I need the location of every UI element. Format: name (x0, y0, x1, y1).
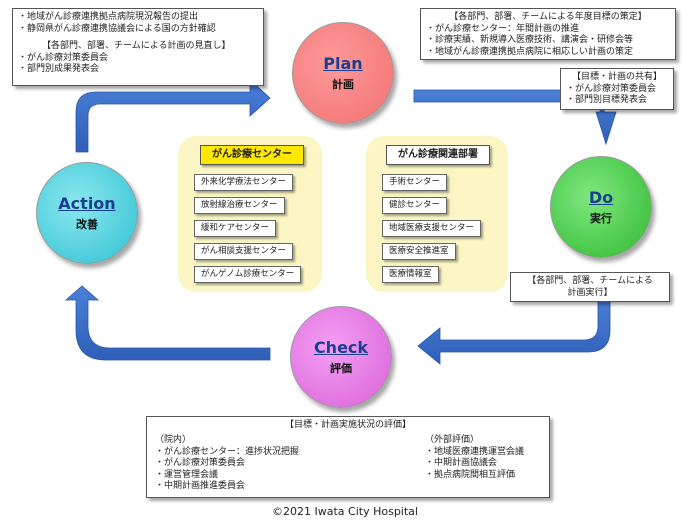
note-annual-goals: 【各部門、部署、チームによる年度目標の策定】 ・がん診療センター：年間計画の推進… (420, 8, 676, 60)
action-label-ja: 改善 (76, 218, 98, 231)
plan-label: Plan (323, 54, 363, 73)
plan-circle: Plan 計画 (292, 22, 394, 124)
note-goal-share: 【目標・計画の共有】 ・がん診療対策委員会 ・部門別目標発表会 (560, 68, 674, 110)
note-heading: 【各部門、部署、チームによる年度目標の策定】 (449, 12, 647, 22)
dept-item: 医療安全推進室 (382, 243, 456, 260)
center-item: 放射線治療センター (194, 197, 285, 214)
center-item: 外来化学療法センター (194, 174, 294, 191)
note-line: 【各部門、部署、チームによる (527, 276, 653, 286)
note-line: ・静岡県がん診療連携協議会による国の方針確認 (18, 23, 216, 34)
note-line: ・地域がん診療連携拠点病院に相応しい計画の策定 (426, 46, 634, 57)
check-circle: Check 評価 (290, 306, 392, 408)
note-line: ・がん診療対策委員会 (18, 52, 109, 63)
center-item: がんゲノム診療センター (194, 266, 302, 283)
note-heading: 【目標・計画の共有】 (571, 72, 662, 82)
internal-eval-list: （院内） ・がん診療センター：進捗状況把握 ・がん診療対策委員会 ・運営管理会議… (155, 435, 299, 493)
eval-title: （外部評価） (425, 435, 480, 445)
do-circle: Do 実行 (550, 156, 652, 258)
eval-item: ・中期計画推進委員会 (155, 481, 246, 491)
dept-item: 医療情報室 (382, 266, 439, 283)
note-line: 計画実行】 (567, 287, 613, 298)
note-line: ・地域がん診療連携拠点病院現況報告の提出 (18, 12, 199, 22)
note-line: ・部門別成果発表会 (18, 64, 100, 74)
dept-item: 健診センター (382, 197, 448, 214)
cancer-center-title: がん診療センター (200, 145, 304, 165)
note-line: ・がん診療対策委員会 (566, 83, 657, 94)
eval-item: ・がん診療センター：進捗状況把握 (155, 446, 300, 457)
note-heading: 【目標・計画実施状況の評価】 (284, 420, 411, 430)
related-dept-title: がん診療関連部署 (386, 145, 490, 165)
arrow-do-to-check (417, 297, 611, 365)
note-plan-execution: 【各部門、部署、チームによる 計画実行】 (510, 272, 670, 302)
eval-item: ・中期計画協議会 (425, 458, 498, 468)
eval-item: ・がん診療対策委員会 (155, 458, 246, 468)
note-heading: 【各部門、部署、チームによる計画の見直し】 (42, 41, 231, 51)
arrow-check-to-action (64, 285, 271, 361)
action-circle: Action 改善 (36, 162, 138, 264)
note-review-plan: ・地域がん診療連携拠点病院現況報告の提出 ・静岡県がん診療連携協議会による国の方… (12, 8, 264, 86)
external-eval-list: （外部評価） ・地域医療連携運営会議 ・中期計画協議会 ・拠点病院間相互評価 (425, 435, 524, 481)
action-label: Action (58, 194, 116, 213)
eval-item: ・拠点病院間相互評価 (425, 469, 516, 480)
eval-title: （院内） (155, 435, 192, 445)
do-label: Do (588, 188, 614, 207)
copyright-footer: ©2021 Iwata City Hospital (272, 505, 418, 518)
do-label-ja: 実行 (590, 212, 612, 225)
arrow-action-to-plan (75, 79, 271, 153)
dept-item: 手術センター (382, 174, 448, 191)
check-label: Check (313, 338, 369, 357)
note-line: ・がん診療センター：年間計画の推進 (426, 23, 580, 34)
dept-item: 地域医療支援センター (382, 220, 482, 237)
eval-item: ・地域医療連携運営会議 (425, 446, 525, 457)
plan-label-ja: 計画 (332, 78, 354, 91)
center-item: 緩和ケアセンター (194, 220, 276, 237)
check-label-ja: 評価 (330, 362, 352, 375)
center-item: がん相談支援センター (194, 243, 294, 260)
note-line: ・部門別目標発表会 (566, 95, 648, 105)
note-line: ・診療実績、新規導入医療技術、講演会・研修会等 (426, 35, 634, 45)
note-evaluation: 【目標・計画実施状況の評価】 （院内） ・がん診療センター：進捗状況把握 ・がん… (146, 416, 550, 498)
eval-item: ・運営管理会議 (155, 469, 219, 480)
